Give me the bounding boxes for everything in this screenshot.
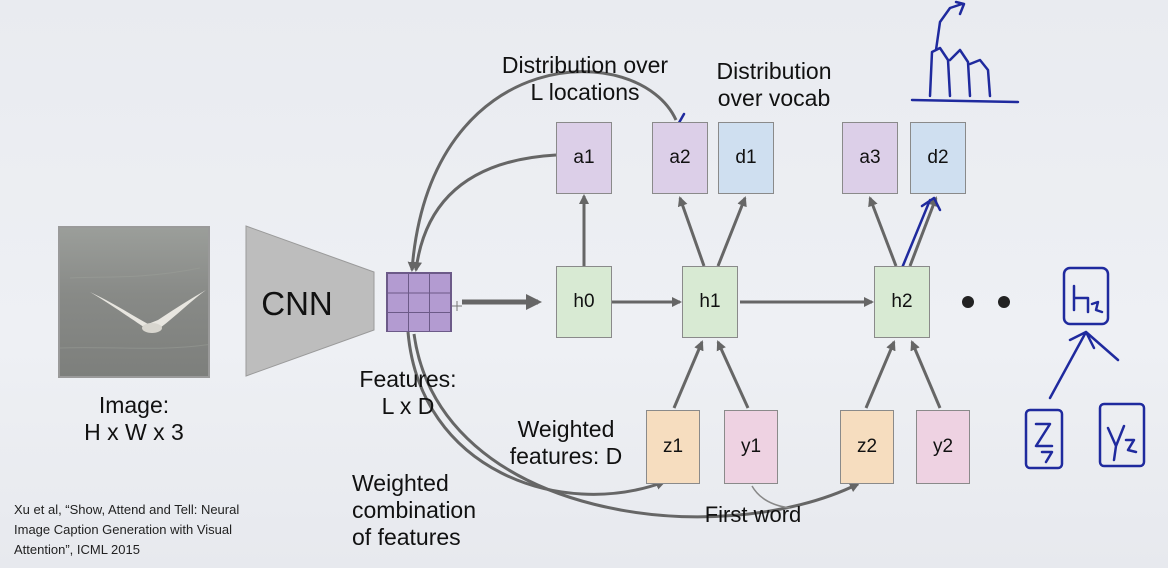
node-z1: z1	[646, 410, 700, 484]
arrow-a2-to-features	[407, 70, 678, 272]
citation: Xu et al, “Show, Attend and Tell: Neural…	[14, 500, 239, 560]
weighted-combination-line2: combination	[352, 497, 477, 523]
arrow-h2-to-d2	[908, 196, 938, 267]
handwritten-h3-text	[1072, 284, 1104, 314]
citation-line2: Image Caption Generation with Visual	[14, 522, 232, 537]
handwritten-stroke-d2	[900, 196, 942, 270]
node-d2: d2	[910, 122, 966, 194]
features-label: Features: L x D	[346, 366, 470, 420]
arrow-a1-to-features	[412, 153, 557, 272]
dist-vocab-line2: over vocab	[717, 85, 831, 111]
node-h2: h2	[874, 266, 930, 338]
dist-vocab-label: Distribution over vocab	[700, 58, 848, 112]
weighted-features-line1: Weighted	[517, 416, 615, 442]
handwritten-z3-text	[1034, 422, 1054, 464]
node-a2: a2	[652, 122, 708, 194]
dist-vocab-line1: Distribution	[716, 58, 832, 84]
image-label-line2: H x W x 3	[84, 419, 184, 445]
arrow-y1-to-h1	[716, 340, 750, 409]
node-y1: y1	[724, 410, 778, 484]
node-a3: a3	[842, 122, 898, 194]
weighted-combination-label: Weighted combination of features	[352, 470, 476, 551]
features-label-line2: L x D	[381, 393, 435, 419]
image-label: Image: H x W x 3	[52, 392, 216, 446]
cursor-cross-icon	[452, 301, 462, 311]
arrow-h1-to-d1	[716, 196, 747, 267]
image-label-line1: Image:	[98, 392, 170, 418]
citation-line3: Attention”, ICML 2015	[14, 542, 140, 557]
dist-locations-line1: Distribution over	[501, 52, 669, 78]
handwritten-h3-box	[1062, 266, 1110, 326]
handwritten-y3-text	[1106, 424, 1138, 462]
handwritten-y3-box	[1098, 402, 1146, 468]
first-word-label: First word	[704, 502, 802, 527]
handwritten-z3-box	[1024, 408, 1064, 470]
ellipsis-dot-2	[998, 296, 1010, 308]
handwritten-h3-arrows	[1048, 330, 1120, 400]
weighted-features-line2: features: D	[509, 443, 623, 469]
arrow-h1-to-a2	[677, 196, 706, 267]
handwritten-distribution-sketch	[910, 0, 1020, 104]
arrow-z2-to-h2	[864, 340, 896, 409]
weighted-features-label: Weighted features: D	[496, 416, 636, 470]
first-word-curve	[751, 485, 791, 509]
weighted-combination-line1: Weighted	[352, 470, 449, 496]
cnn-block	[245, 225, 375, 377]
dist-locations-label: Distribution over L locations	[478, 52, 692, 106]
arrow-features-to-z1	[406, 331, 666, 496]
input-image	[58, 226, 210, 378]
arrow-z1-to-h1	[672, 340, 704, 409]
seagull-image	[60, 267, 208, 349]
node-y2: y2	[916, 410, 970, 484]
dist-locations-line2: L locations	[530, 79, 640, 105]
node-h0: h0	[556, 266, 612, 338]
node-a1: a1	[556, 122, 612, 194]
features-label-line1: Features:	[359, 366, 457, 392]
ellipsis-dot-1	[962, 296, 974, 308]
cnn-label: CNN	[261, 285, 333, 322]
node-z2: z2	[840, 410, 894, 484]
node-h1: h1	[682, 266, 738, 338]
node-d1: d1	[718, 122, 774, 194]
citation-line1: Xu et al, “Show, Attend and Tell: Neural	[14, 502, 240, 517]
arrow-y2-to-h2	[910, 340, 942, 409]
feature-grid	[386, 272, 452, 332]
arrow-features-to-z2	[412, 333, 860, 519]
arrow-h2-to-a3	[868, 196, 898, 267]
weighted-combination-line3: of features	[352, 524, 461, 550]
